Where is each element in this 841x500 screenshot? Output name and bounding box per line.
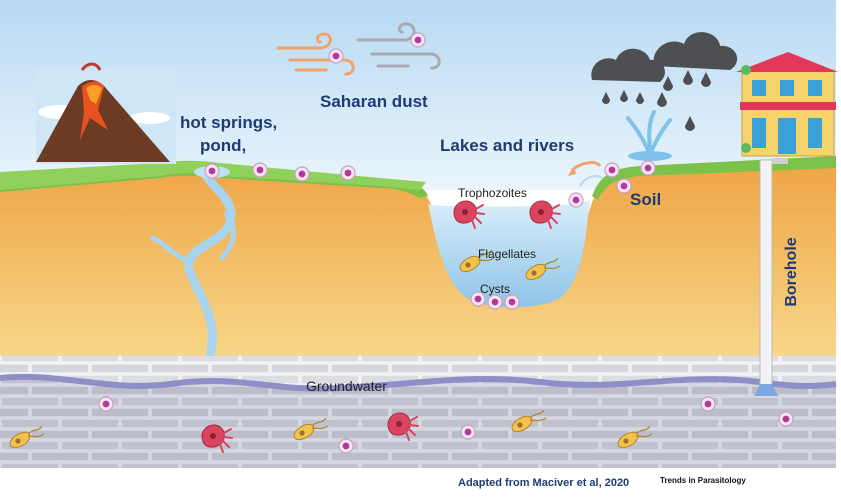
- cyst-icon: [504, 294, 520, 310]
- cyst-icon: [294, 166, 310, 182]
- label-hot-springs: hot springs,: [180, 113, 278, 132]
- flow-arrows: [568, 161, 603, 187]
- label-borehole: Borehole: [783, 237, 800, 307]
- label-soil: Soil: [630, 190, 662, 209]
- credit-text: Adapted from Maciver et al, 2020: [458, 477, 630, 489]
- cyst-icon: [98, 396, 114, 412]
- cyst-icon: [338, 438, 354, 454]
- wind-icon: [276, 22, 441, 76]
- label-saharan-dust: Saharan dust: [320, 92, 428, 111]
- cyst-icon: [640, 160, 656, 176]
- water-table-line: [0, 373, 837, 392]
- spring-branches: [149, 211, 237, 265]
- cyst-icon: [487, 294, 503, 310]
- house-icon: [736, 52, 838, 157]
- cyst-icon: [460, 424, 476, 440]
- rain-cloud-icon: [591, 32, 738, 131]
- label-flagellates: Flagellates: [478, 247, 537, 261]
- label-pond: pond,: [200, 136, 247, 155]
- volcano-icon: [36, 62, 176, 164]
- cyst-icon: [328, 48, 344, 64]
- borehole-pipe: [754, 158, 788, 396]
- label-cysts: Cysts: [480, 282, 510, 296]
- label-trophozoites: Trophozoites: [458, 186, 527, 200]
- cyst-icon: [252, 162, 268, 178]
- cyst-icon: [568, 192, 584, 208]
- groundwater-zone: [0, 376, 836, 468]
- cyst-icon: [204, 163, 220, 179]
- cyst-icon: [410, 32, 426, 48]
- cyst-icon: [340, 165, 356, 181]
- label-borehole-wrap: Borehole: [780, 232, 804, 312]
- label-groundwater: Groundwater: [306, 378, 387, 394]
- cyst-icon: [778, 411, 794, 427]
- cyst-icon: [700, 396, 716, 412]
- label-lakes-rivers: Lakes and rivers: [440, 136, 575, 155]
- journal-text: Trends in Parasitology: [660, 476, 746, 485]
- spring-stream: [184, 170, 236, 387]
- cyst-icon: [616, 178, 632, 194]
- cyst-icon: [604, 162, 620, 178]
- grass-left-top: [0, 160, 426, 190]
- fountain-icon: [626, 110, 672, 161]
